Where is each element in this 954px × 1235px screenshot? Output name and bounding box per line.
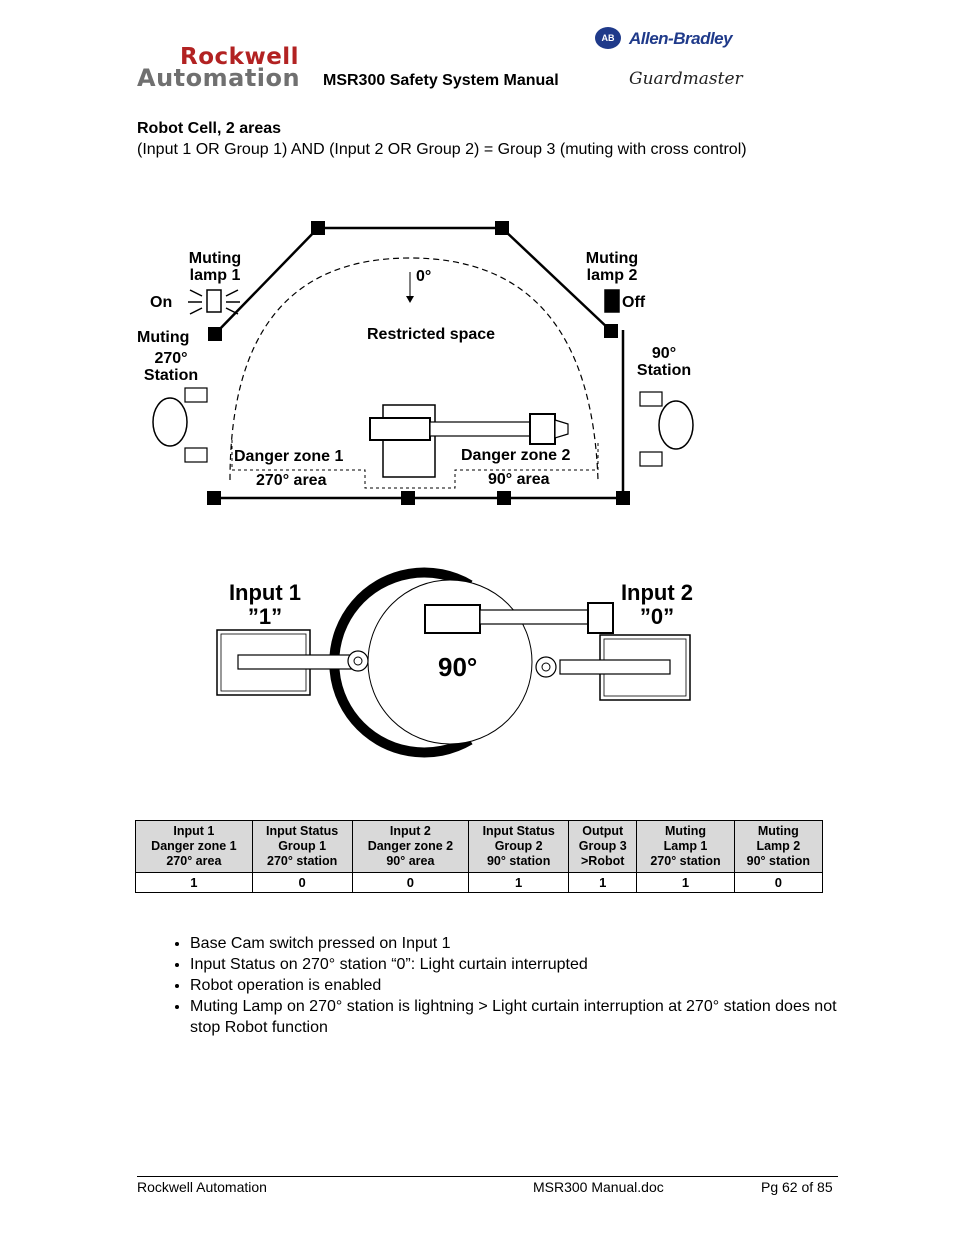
header-title: MSR300 Safety System Manual: [323, 72, 559, 89]
list-item: Input Status on 270° station “0”: Light …: [190, 954, 870, 975]
cam-angle-label: 90°: [438, 652, 478, 682]
station-270-label: 270° Station: [143, 350, 199, 384]
fence-post: [208, 327, 222, 341]
fence-post: [495, 221, 509, 235]
zero-degree-label: 0°: [416, 268, 432, 285]
restricted-space-arc: [229, 257, 599, 481]
footer-divider: [137, 1176, 838, 1177]
notes-list: Base Cam switch pressed on Input 1 Input…: [160, 933, 870, 1038]
list-item: Base Cam switch pressed on Input 1: [190, 933, 870, 954]
danger-zone-2-label: Danger zone 2: [461, 447, 571, 464]
robot-arm-joint: [369, 417, 431, 441]
robot-gripper: [529, 413, 556, 445]
input-1-value: ”1”: [247, 604, 283, 629]
fence-post: [616, 491, 630, 505]
robot-arm: [429, 421, 531, 437]
allen-bradley-logo: Allen-Bradley: [629, 29, 733, 48]
fence-post: [311, 221, 325, 235]
rockwell-logo-line1: Rockwell: [180, 44, 300, 70]
list-item: Muting Lamp on 270° station is lightning…: [190, 996, 870, 1038]
area-270-label: 270° area: [256, 472, 327, 489]
operator-270-station: [152, 397, 188, 447]
muting-lamp-2: [604, 289, 620, 313]
guardmaster-logo: Guardmaster: [629, 69, 743, 89]
cam-arm: [479, 609, 589, 625]
fence-segment: [214, 227, 319, 335]
zero-degree-arrow: [406, 296, 414, 303]
fence-post: [604, 324, 618, 338]
cell-input-1: 1: [135, 872, 253, 893]
muting-lamp-2-label: Muting lamp 2: [585, 250, 639, 284]
cell-output-group-3: 1: [568, 872, 638, 893]
footer-company: Rockwell Automation: [137, 1179, 267, 1195]
fence-post: [497, 491, 511, 505]
fence-post: [207, 491, 221, 505]
operator-90-station: [658, 400, 694, 450]
cell-input-status-group-1: 0: [251, 872, 353, 893]
cell-muting-lamp-1: 1: [636, 872, 735, 893]
area-90-label: 90° area: [488, 471, 550, 488]
muting-lamp-1-label: Muting lamp 1: [188, 250, 242, 284]
muting-lamp-1: [206, 289, 222, 313]
input-1-label: Input 1: [228, 580, 302, 605]
lamp-on-label: On: [150, 294, 173, 311]
list-item: Robot operation is enabled: [190, 975, 870, 996]
footer-filename: MSR300 Manual.doc: [533, 1179, 664, 1195]
danger-zone-1-label: Danger zone 1: [234, 448, 344, 465]
fence-post: [401, 491, 415, 505]
input-2-label: Input 2: [620, 580, 694, 605]
ab-logo-badge: AB: [595, 27, 621, 49]
danger-zone-boundary: [231, 440, 599, 489]
input-2-value: ”0”: [639, 604, 675, 629]
cam-arm-joint: [424, 604, 481, 634]
section-title: Robot Cell, 2 areas: [137, 120, 282, 137]
fence-posts: [207, 221, 630, 505]
cam-gripper: [587, 602, 614, 634]
footer-page-number: Pg 62 of 85: [761, 1179, 833, 1195]
restricted-space-label: Restricted space: [367, 326, 496, 343]
cell-input-status-group-2: 1: [468, 872, 570, 893]
section-subtitle: (Input 1 OR Group 1) AND (Input 2 OR Gro…: [137, 141, 747, 158]
table-row: 1 0 0 1 1 1 0: [135, 872, 824, 893]
station-90-label: 90° Station: [636, 345, 692, 379]
cell-input-2: 0: [351, 872, 470, 893]
cell-muting-lamp-2: 0: [733, 872, 824, 893]
rockwell-logo-line2: Automation: [137, 64, 301, 92]
fence-segment: [501, 227, 611, 331]
muting-label: Muting: [137, 329, 190, 346]
lamp-off-label: Off: [622, 294, 646, 311]
